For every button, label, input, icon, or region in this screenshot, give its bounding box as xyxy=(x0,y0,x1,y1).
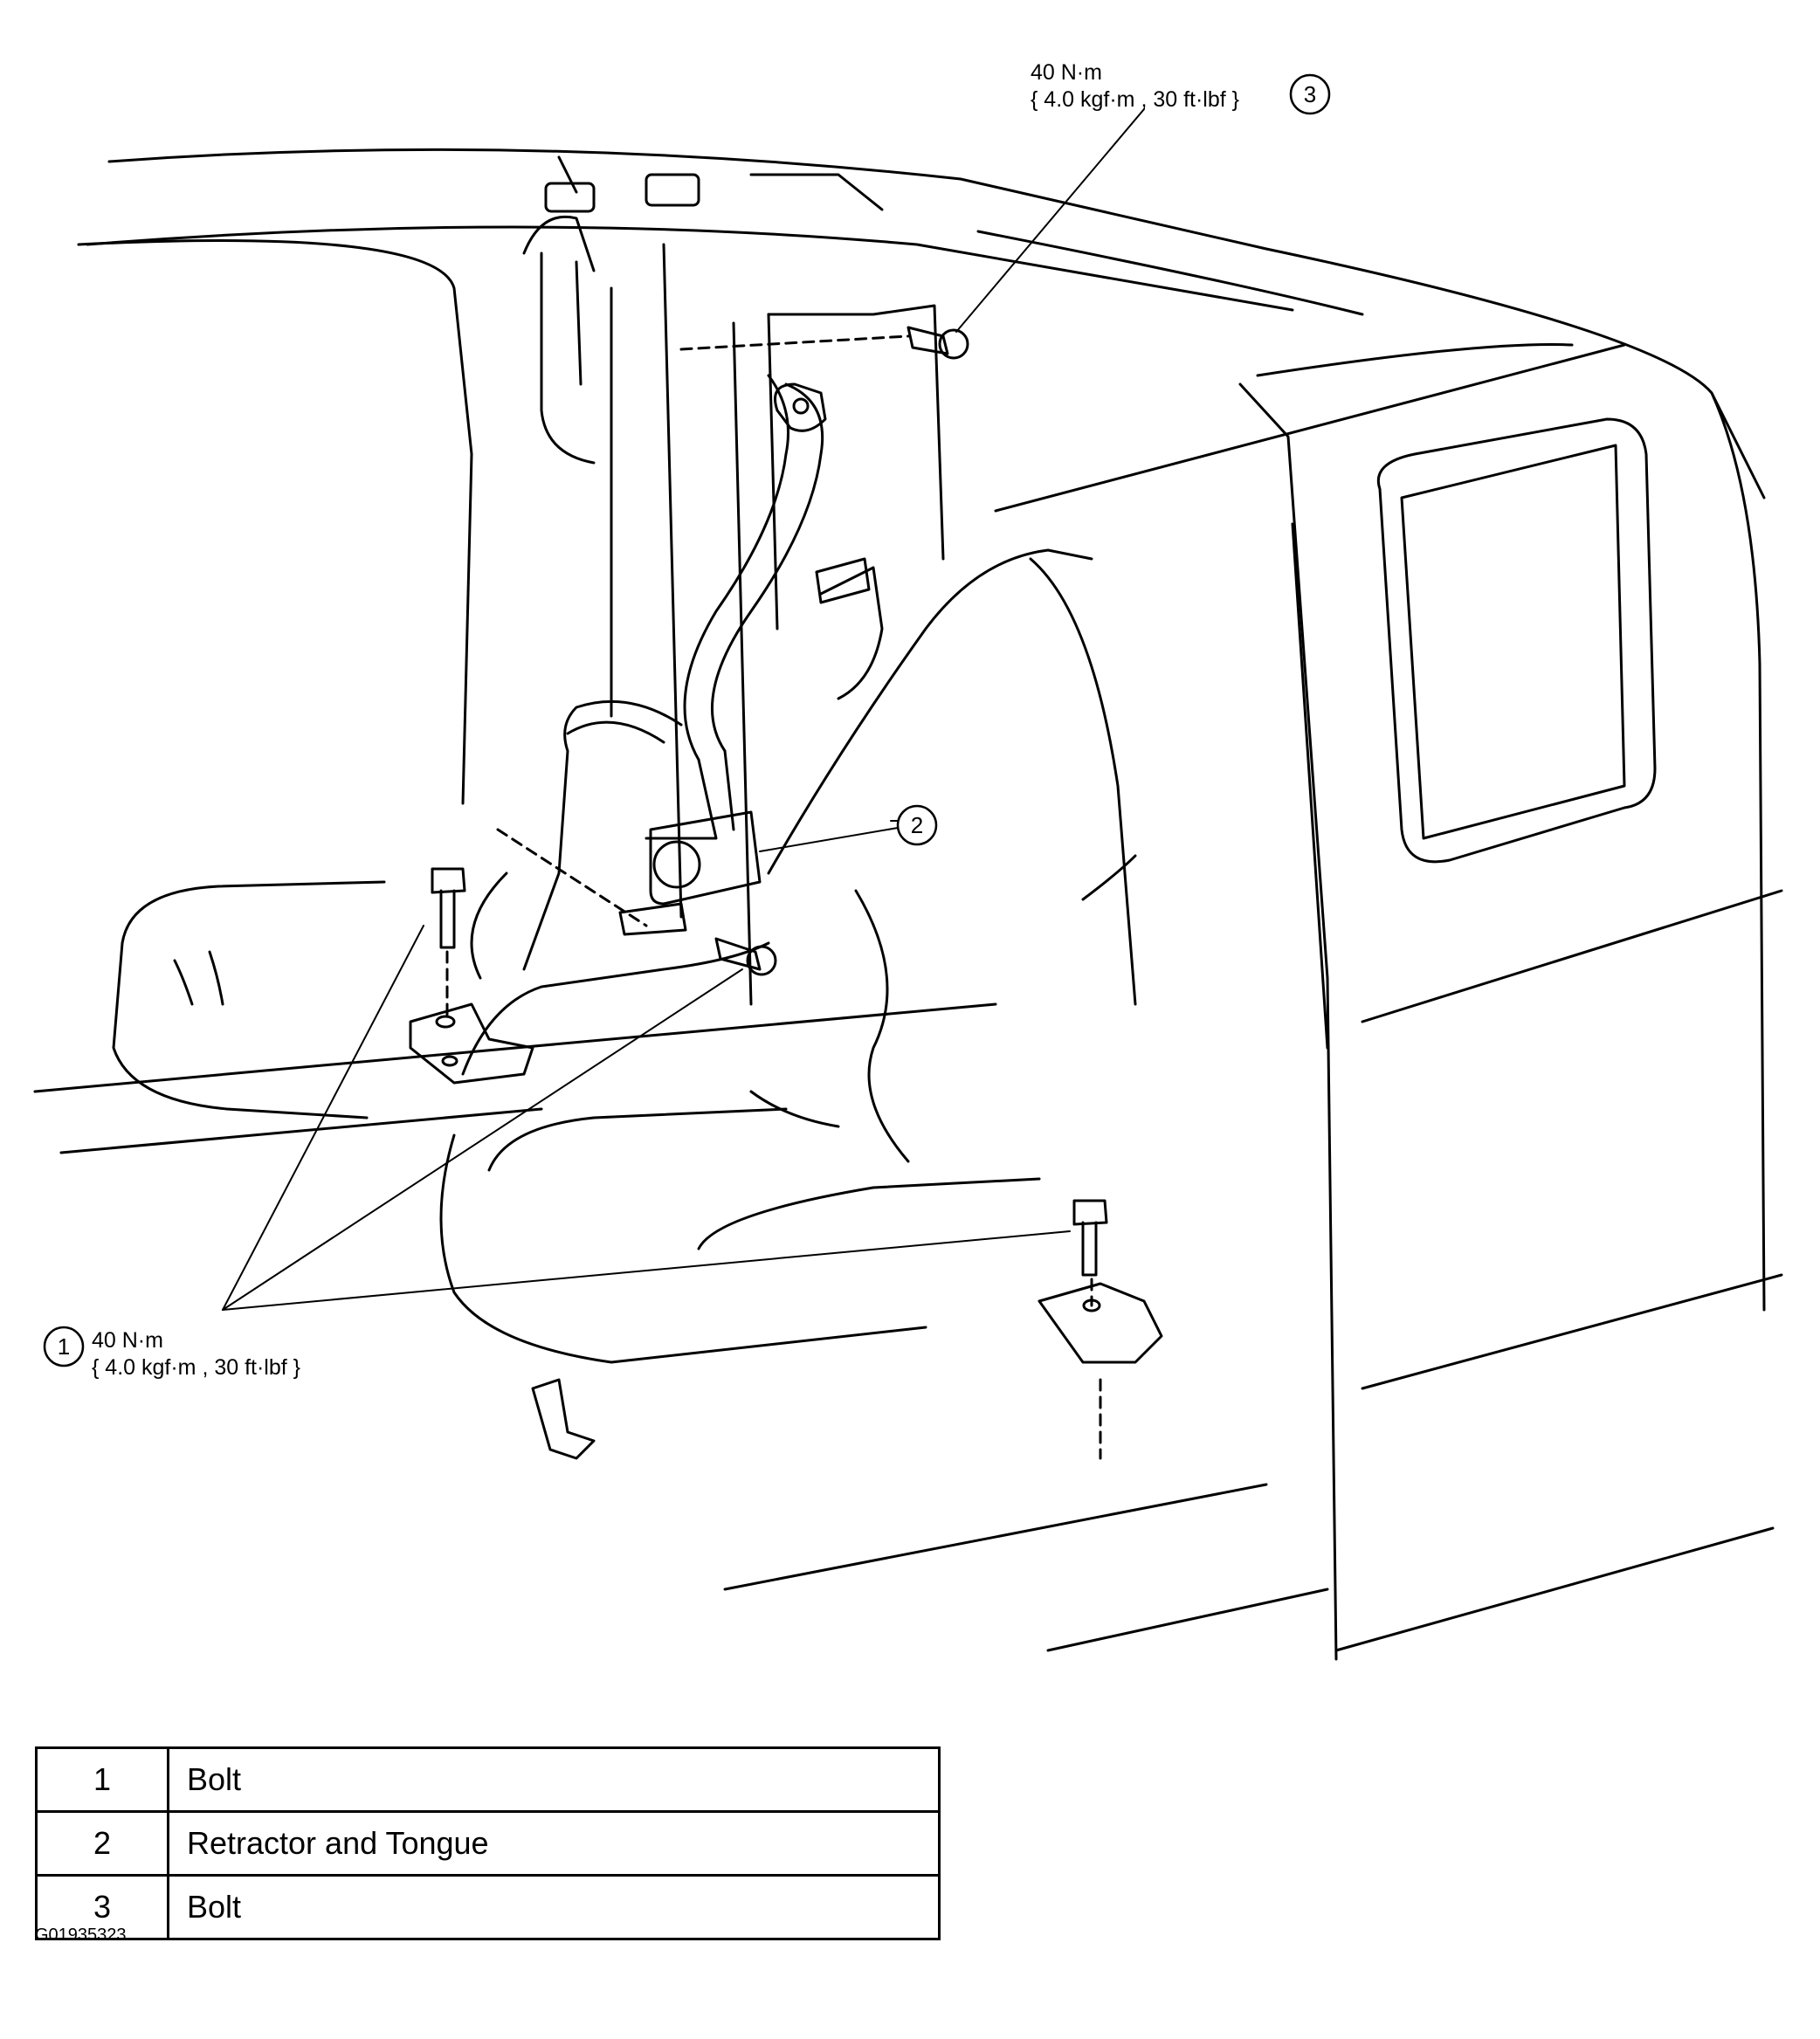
seat-belt-installation-drawing: 3 2 1 xyxy=(33,73,1783,1661)
body-side xyxy=(33,889,1783,1652)
rear-window xyxy=(1377,417,1657,864)
callout-circle-1: 1 xyxy=(43,1326,85,1367)
leader-lines xyxy=(222,108,1145,1311)
callout-1-torque-alt: { 4.0 kgf·m , 30 ft·lbf } xyxy=(92,1355,301,1380)
figure-id: G01935323 xyxy=(35,1925,127,1945)
parts-legend-table: 1 Bolt 2 Retractor and Tongue 3 Bolt xyxy=(35,1746,941,1940)
shoulder-anchor xyxy=(774,382,871,604)
bolt-icons xyxy=(431,326,1108,1277)
callout-3-torque-metric: 40 N·m xyxy=(1031,60,1102,85)
b-pillar xyxy=(77,155,945,1006)
legend-number: 3 xyxy=(35,1874,169,1940)
bolt-axis-lines xyxy=(445,334,1102,1460)
retractor xyxy=(618,810,762,936)
table-row: 3 Bolt xyxy=(35,1874,941,1940)
callout-number-3: 3 xyxy=(1304,81,1316,107)
table-row: 2 Retractor and Tongue xyxy=(35,1810,941,1877)
callout-number-2: 2 xyxy=(911,812,923,838)
callout-1-torque-metric: 40 N·m xyxy=(92,1328,163,1353)
legend-number: 2 xyxy=(35,1810,169,1877)
cab-outline xyxy=(86,148,1766,1661)
table-row: 1 Bolt xyxy=(35,1746,941,1813)
trim-slots xyxy=(544,173,884,213)
callout-circle-3: 3 xyxy=(1289,73,1331,115)
legend-description: Bolt xyxy=(167,1874,941,1940)
lower-anchor-brackets xyxy=(409,1002,1163,1364)
seat xyxy=(112,548,1137,1460)
callout-1-torque: 40 N·m { 4.0 kgf·m , 30 ft·lbf } xyxy=(92,1327,300,1381)
legend-description: Bolt xyxy=(167,1746,941,1813)
callout-number-1: 1 xyxy=(58,1333,70,1360)
legend-description: Retractor and Tongue xyxy=(167,1810,941,1877)
legend-number: 1 xyxy=(35,1746,169,1813)
callout-circle-2: 2 xyxy=(896,804,938,846)
callout-3-torque-alt: { 4.0 kgf·m , 30 ft·lbf } xyxy=(1031,87,1240,112)
callout-3-torque: 40 N·m { 4.0 kgf·m , 30 ft·lbf } xyxy=(1031,59,1239,114)
